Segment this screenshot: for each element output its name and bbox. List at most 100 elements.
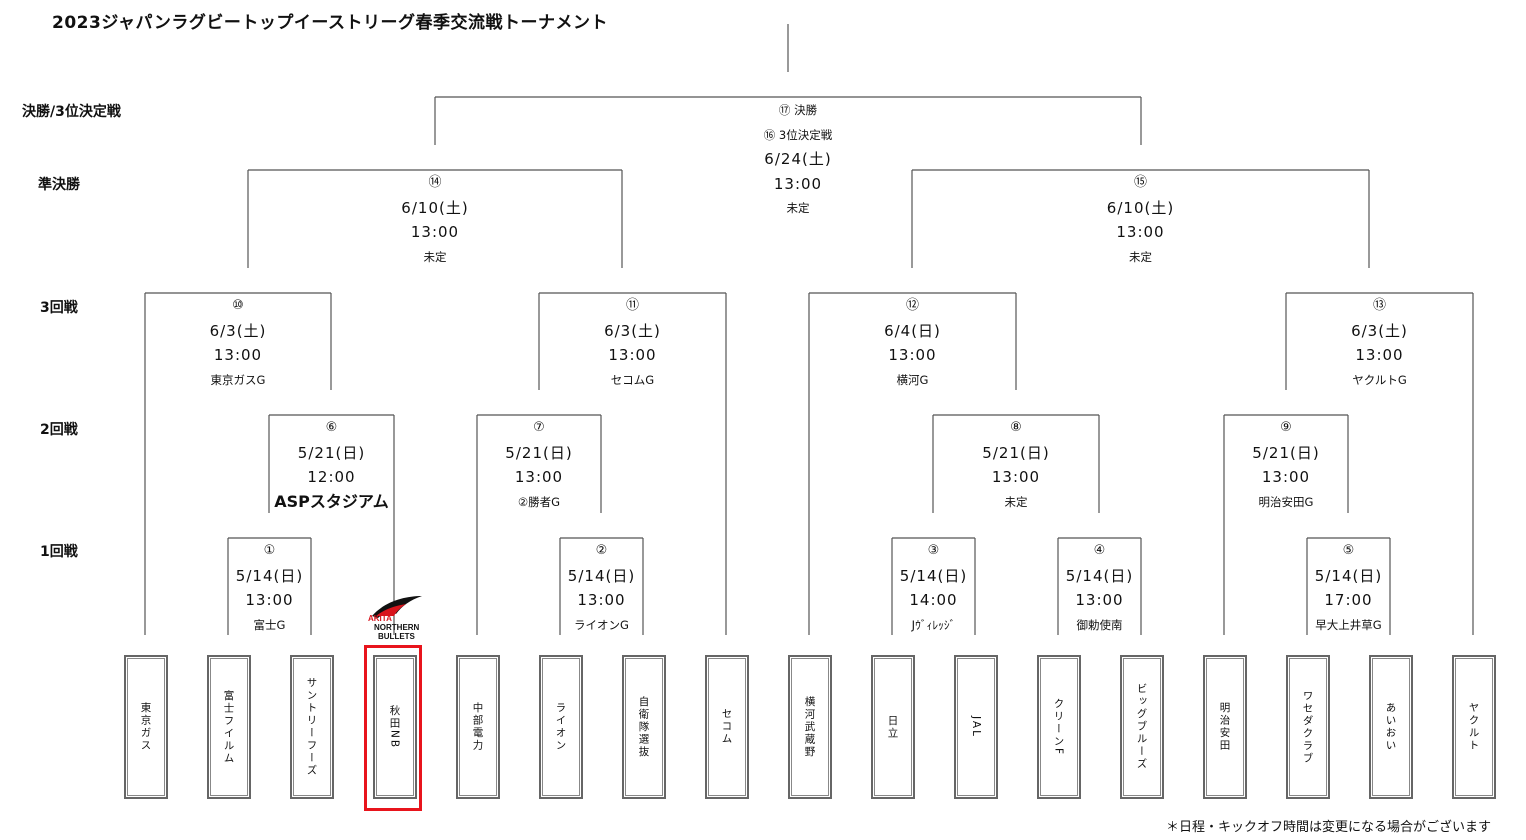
match-num: ② xyxy=(595,543,608,558)
match-date: 6/3(土) xyxy=(604,321,661,340)
match-date: 5/14(日) xyxy=(1314,566,1383,585)
match-date: 6/24(土) xyxy=(764,150,832,168)
round-label-r1: 1回戦 xyxy=(40,544,78,560)
match-venue: ライオンG xyxy=(574,617,629,632)
match-num: ⑪ xyxy=(625,298,639,313)
team-box: ライオン xyxy=(539,655,583,799)
final-label: ⑰ 決勝 xyxy=(778,103,818,117)
round-label-semi: 準決勝 xyxy=(38,177,80,193)
match-time: 13:00 xyxy=(773,174,823,193)
team-box: ワセダクラブ xyxy=(1286,655,1330,799)
svg-text:AKITA: AKITA xyxy=(368,614,392,623)
match-num: ⑩ xyxy=(232,298,244,313)
match-4: ④ 5/14(日) 13:00 御勅使南 xyxy=(1000,539,1200,637)
match-time: 13:00 xyxy=(991,468,1041,486)
match-venue: 横河G xyxy=(896,372,929,387)
team-box: 中部電力 xyxy=(456,655,500,799)
match-final: ⑰ 決勝 ⑯ 3位決定戦 6/24(土) 13:00 未定 xyxy=(698,98,898,221)
match-num: ⑤ xyxy=(1342,543,1355,558)
team-name: JAL xyxy=(970,716,982,738)
match-venue: ASPスタジアム xyxy=(274,491,389,511)
team-box: セコム xyxy=(705,655,749,799)
match-venue: Jｳﾞｨﾚｯｼﾞ xyxy=(911,617,956,632)
team-name: クリーンF xyxy=(1052,697,1065,757)
team-name: ワセダクラブ xyxy=(1301,689,1314,765)
akita-northern-bullets-logo: AKITA NORTHERN BULLETS xyxy=(368,596,422,641)
match-date: 5/14(日) xyxy=(567,566,636,585)
match-date: 6/3(土) xyxy=(209,321,267,340)
team-name: 中部電力 xyxy=(471,702,484,752)
match-num: ⑥ xyxy=(325,420,338,435)
match-date: 5/21(日) xyxy=(1252,443,1320,462)
match-venue: 未定 xyxy=(1129,249,1152,264)
team-name: 富士フイルム xyxy=(222,689,235,765)
round-label-r2: 2回戦 xyxy=(40,422,78,438)
team-box: 秋田NB xyxy=(373,655,417,799)
match-num: ⑨ xyxy=(1280,420,1292,435)
match-num: ① xyxy=(263,543,276,558)
team-box: ヤクルト xyxy=(1452,655,1496,799)
round-label-final: 決勝/3位決定戦 xyxy=(22,104,121,120)
round-label-r3: 3回戦 xyxy=(40,300,78,316)
match-time: 13:00 xyxy=(245,591,294,609)
match-num: ⑮ xyxy=(1133,175,1147,190)
match-venue: 未定 xyxy=(423,249,447,264)
match-time: 13:00 xyxy=(1261,468,1311,486)
team-box: 自衛隊選抜 xyxy=(622,655,666,799)
match-time: 13:00 xyxy=(514,468,564,486)
match-venue: セコムG xyxy=(610,372,655,387)
team-name: ライオン xyxy=(554,702,567,752)
match-date: 5/21(日) xyxy=(505,443,573,462)
match-time: 12:00 xyxy=(307,468,356,486)
match-date: 6/10(土) xyxy=(1106,198,1175,217)
match-num: ④ xyxy=(1093,543,1106,558)
team-name: 明治安田 xyxy=(1218,702,1231,752)
highlighted-team-frame xyxy=(364,645,422,811)
match-venue: ②勝者G xyxy=(517,494,561,509)
team-name: サントリーフーズ xyxy=(305,677,318,777)
match-num: ⑭ xyxy=(428,175,442,190)
match-num: ⑦ xyxy=(533,420,545,435)
team-box: 日立 xyxy=(871,655,915,799)
match-venue: 未定 xyxy=(1004,494,1028,509)
match-num: ⑫ xyxy=(905,298,919,313)
match-time: 13:00 xyxy=(888,346,937,364)
match-venue: 富士G xyxy=(253,617,286,632)
team-name: ビッグブルーズ xyxy=(1135,683,1148,771)
match-venue: ヤクルトG xyxy=(1352,372,1407,387)
team-name: セコム xyxy=(720,708,733,746)
match-time: 13:00 xyxy=(1075,591,1124,609)
team-box: 横河武蔵野 xyxy=(788,655,832,799)
team-box: 明治安田 xyxy=(1203,655,1247,799)
schedule-note: ＊日程・キックオフ時間は変更になる場合がございます xyxy=(1166,820,1492,835)
match-time: 13:00 xyxy=(1116,223,1165,241)
match-time: 17:00 xyxy=(1324,591,1373,609)
team-name: 秋田NB xyxy=(388,704,401,750)
team-box: 東京ガス xyxy=(124,655,168,799)
match-15: ⑮ 6/10(土) 13:00 未定 xyxy=(1041,171,1241,269)
match-venue: 御勅使南 xyxy=(1076,617,1123,632)
team-box: クリーンF xyxy=(1037,655,1081,799)
match-date: 5/14(日) xyxy=(1065,566,1134,585)
team-name: ヤクルト xyxy=(1467,702,1480,752)
match-num: ⑧ xyxy=(1010,420,1022,435)
team-name: 自衛隊選抜 xyxy=(637,695,650,759)
match-venue: 東京ガスG xyxy=(210,372,266,387)
team-box: あいおい xyxy=(1369,655,1413,799)
team-name: 東京ガス xyxy=(139,702,152,752)
match-time: 13:00 xyxy=(213,346,263,364)
match-7: ⑦ 5/21(日) 13:00 ②勝者G xyxy=(439,416,639,514)
match-time: 13:00 xyxy=(410,223,460,241)
svg-text:BULLETS: BULLETS xyxy=(378,632,416,641)
match-date: 6/3(土) xyxy=(1351,321,1408,340)
match-num: ⑬ xyxy=(1372,298,1386,313)
match-date: 5/14(日) xyxy=(235,566,304,585)
